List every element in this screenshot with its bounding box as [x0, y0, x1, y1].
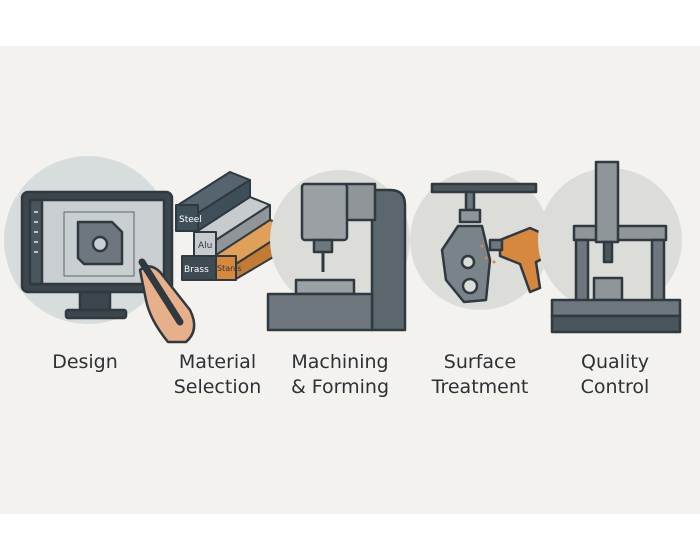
material-brass: Brass [184, 265, 209, 275]
stage-machining-forming: Machining & Forming [280, 350, 400, 400]
quality-control-illustration [538, 160, 682, 334]
stage-label: Control [580, 376, 650, 398]
stage-label: & Forming [290, 376, 390, 398]
machining-illustration [266, 170, 410, 332]
spindle-head [300, 182, 349, 242]
stage-label: Surface [443, 351, 517, 373]
surface-treatment-illustration [410, 170, 550, 310]
stage-label: Design [52, 351, 118, 373]
material-bars [175, 171, 293, 281]
stage-label: Material [178, 351, 257, 373]
stage-label: Machining [291, 351, 389, 373]
stage-label: Treatment [431, 376, 529, 398]
stylus-icon [138, 258, 184, 326]
inspected-part [592, 276, 624, 302]
material-stainless: Stan's [217, 264, 242, 273]
material-steel: Steel [179, 215, 202, 225]
stage-design: Design [30, 350, 140, 375]
design-illustration [4, 156, 196, 344]
stage-label: Selection [173, 376, 262, 398]
stage-label: Quality [581, 351, 649, 373]
material-alu: Alu [198, 241, 212, 251]
